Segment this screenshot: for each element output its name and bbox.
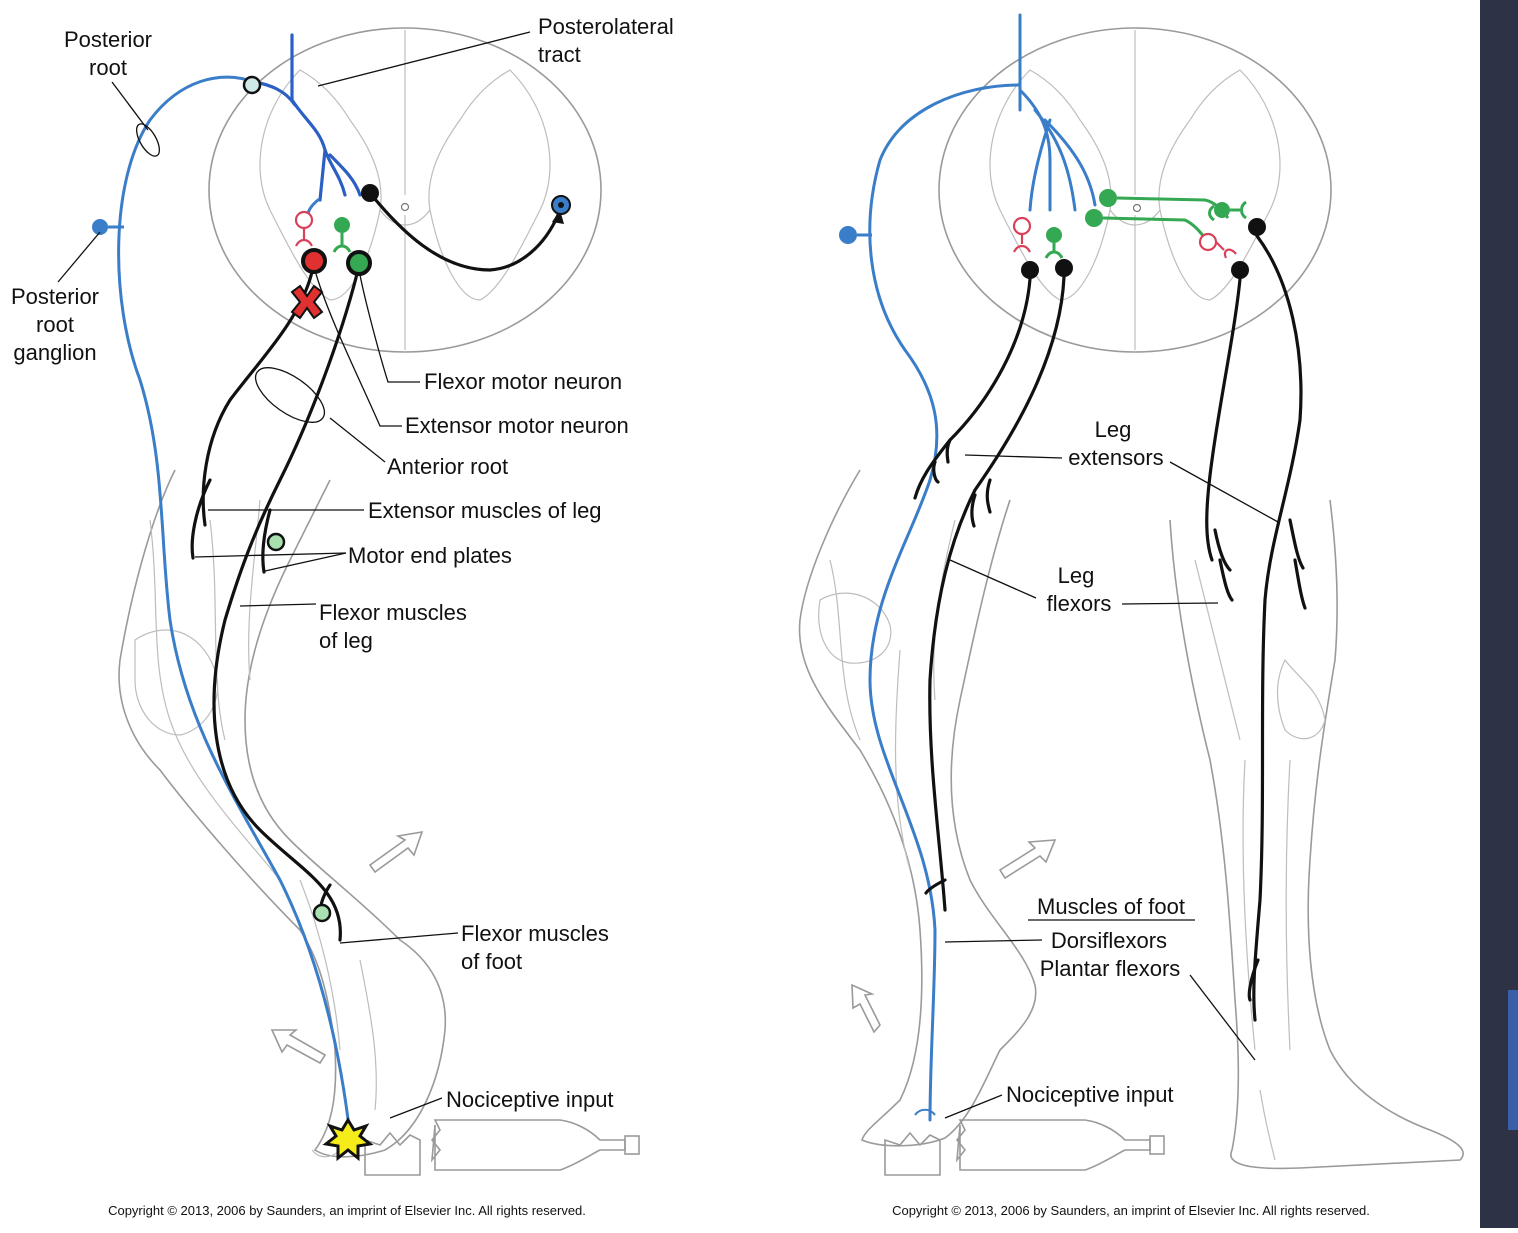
left-spinal-cord: [208, 27, 602, 353]
movement-arrow-icon-right: [851, 839, 1057, 1034]
left-motor-end-plates: [266, 532, 332, 923]
dorsiflexors-label: Dorsiflexors: [1051, 928, 1167, 953]
right-panel: Leg extensors Leg flexors Muscles of foo…: [798, 13, 1464, 1218]
scrollbar-thumb[interactable]: [1508, 990, 1518, 1130]
motor-end-plates-label: Motor end plates: [348, 543, 512, 568]
leg-extensors-label-1: Leg: [1095, 417, 1132, 442]
left-motor-fibers: [190, 184, 571, 942]
copyright-left: Copyright © 2013, 2006 by Saunders, an i…: [108, 1203, 586, 1218]
plantar-flexors-label: Plantar flexors: [1040, 956, 1181, 981]
right-contralateral-leg-outline: [1169, 499, 1464, 1170]
left-leaders: [57, 31, 531, 1119]
flexor-muscles-of-leg-label-2: of leg: [319, 628, 373, 653]
right-leaders: [944, 454, 1279, 1119]
posterior-root-label-2: root: [89, 55, 127, 80]
anterior-root-label: Anterior root: [387, 454, 508, 479]
leg-flexors-label-1: Leg: [1058, 563, 1095, 588]
copyright-right: Copyright © 2013, 2006 by Saunders, an i…: [892, 1203, 1370, 1218]
left-interneurons: [294, 210, 352, 253]
leg-extensors-label-2: extensors: [1068, 445, 1163, 470]
right-motor-fibers: [913, 218, 1307, 1022]
flexor-muscles-of-foot-label-2: of foot: [461, 949, 522, 974]
posterolateral-tract-label-2: tract: [538, 42, 581, 67]
leg-flexors-label-2: flexors: [1047, 591, 1112, 616]
pain-star-icon: [322, 1117, 374, 1162]
left-panel: Posterior root Posterolateral tract Post…: [11, 14, 674, 1218]
left-leg-outline: [118, 469, 447, 1158]
posterior-root-label-1: Posterior: [64, 27, 152, 52]
right-interneurons: [1012, 189, 1247, 259]
muscles-of-foot-label: Muscles of foot: [1037, 894, 1185, 919]
right-afferent-fiber: [839, 13, 1097, 1122]
posterior-root-ganglion-label-2: root: [36, 312, 74, 337]
right-spinal-cord: [938, 27, 1332, 353]
red-x-block-icon: [290, 284, 324, 320]
flexor-muscles-of-leg-label-1: Flexor muscles: [319, 600, 467, 625]
right-ipsilateral-leg-outline: [798, 469, 1037, 1147]
extensor-muscles-of-leg-label: Extensor muscles of leg: [368, 498, 602, 523]
posterior-root-ganglion-label-3: ganglion: [13, 340, 96, 365]
movement-arrow-icon: [270, 830, 424, 1065]
flexor-motor-neuron-label: Flexor motor neuron: [424, 369, 622, 394]
broken-bottle-icon: [364, 1119, 640, 1176]
posterior-root-ganglion-label-1: Posterior: [11, 284, 99, 309]
nociceptive-input-label-right: Nociceptive input: [1006, 1082, 1174, 1107]
broken-bottle-icon-right: [884, 1119, 1165, 1176]
left-afferent-fiber: [92, 33, 362, 1137]
flexor-muscles-of-foot-label-1: Flexor muscles: [461, 921, 609, 946]
extensor-motor-neuron-label: Extensor motor neuron: [405, 413, 629, 438]
nociceptive-input-label-left: Nociceptive input: [446, 1087, 614, 1112]
left-labels: Posterior root Posterolateral tract Post…: [11, 14, 674, 1218]
posterolateral-tract-label-1: Posterolateral: [538, 14, 674, 39]
right-labels: Leg extensors Leg flexors Muscles of foo…: [892, 417, 1370, 1218]
